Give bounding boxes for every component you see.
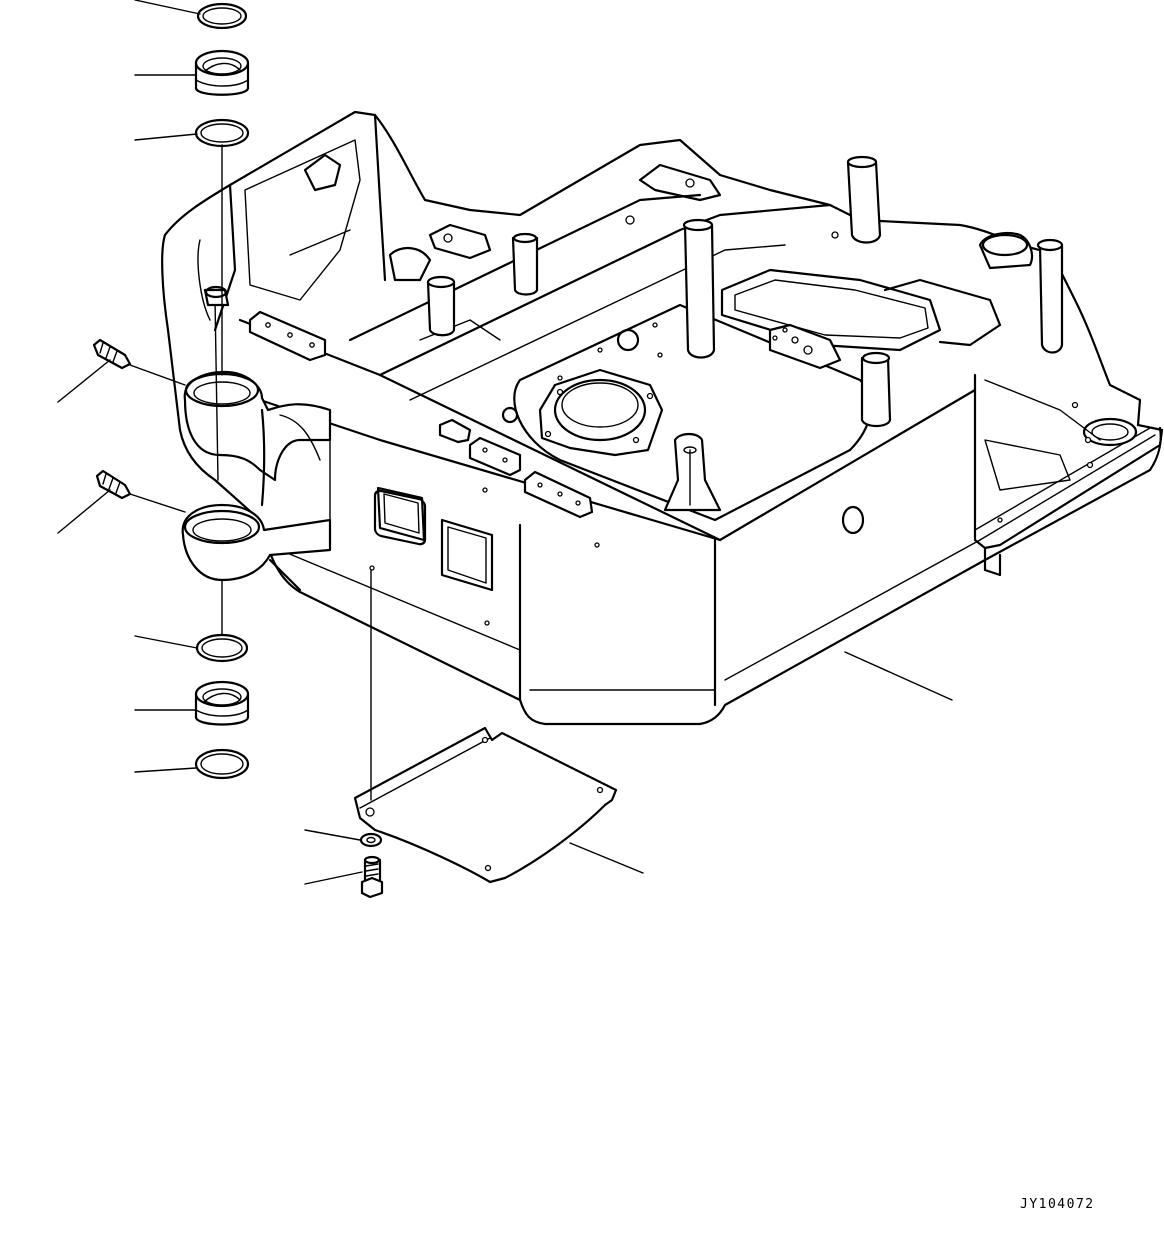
callout-leader-lines: [57, 0, 953, 885]
grease-fitting-upper: [92, 338, 132, 370]
revolving-frame: [161, 110, 1164, 726]
bushing-upper: [194, 49, 250, 96]
bushing-lower: [194, 680, 250, 726]
post-1: [846, 155, 882, 244]
under-cover-plate: [353, 726, 618, 884]
post-2: [682, 218, 716, 359]
seal-ring-lower-bottom: [194, 748, 250, 780]
post-4: [860, 351, 892, 428]
seal-ring-upper-top: [196, 2, 248, 30]
post-3: [1036, 238, 1064, 354]
washer: [359, 832, 383, 848]
seal-ring-lower-top: [195, 633, 249, 663]
assembly-axis-lines: [129, 144, 372, 801]
bolt: [360, 855, 384, 899]
post-5: [511, 232, 539, 296]
drawing-code-label: JY104072: [1020, 1197, 1095, 1212]
grease-fitting-lower: [95, 469, 132, 500]
seal-ring-upper-bottom: [194, 118, 250, 148]
post-6: [426, 275, 456, 337]
